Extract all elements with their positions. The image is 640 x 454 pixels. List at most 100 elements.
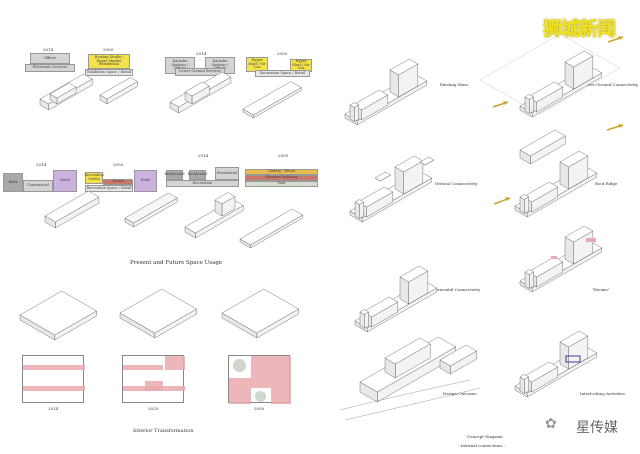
year-label: 2014 [43,47,54,52]
building-mass [529,271,534,289]
building-mass [519,129,566,157]
year-label: 2050 [254,406,265,411]
building-mass [519,376,525,394]
usage-block: Residential [215,167,239,180]
building-mass [524,94,535,100]
wechat-icon: ✿ [545,416,557,432]
building-mass [49,82,77,99]
pink-band [229,388,251,404]
year-label: 2014 [36,162,47,167]
usage-block: Recreation Studio [84,172,104,184]
concept-label: Lower Ground Connectivity [582,82,639,87]
building-mass [519,196,525,214]
building-mass [519,194,530,200]
building-mass [524,96,530,114]
garden-circle [233,359,246,372]
building-mass [221,288,299,334]
rooms-highlight [551,256,557,259]
floor-plan-2025 [122,355,185,403]
building-mass [564,225,594,243]
year-label: 2014 [196,51,207,56]
building-mass [364,311,369,329]
space-usage-caption: Present and Future Space Usage [130,260,223,266]
concept-label: Vertical Connectivity [435,181,478,186]
building-mass [419,156,435,166]
concept-label: Interlocking Activities [580,391,625,396]
year-label: 2014 [48,406,59,411]
concept-subcaption: - Internal connections - [458,443,506,448]
site-lines [339,379,481,421]
building-mass [44,190,100,223]
year-label: 2014 [198,153,209,158]
building-mass [124,192,178,224]
concept-label: Roof Ridge [595,181,618,186]
usage-block: Hotel [53,170,77,192]
pink-band [23,386,85,391]
building-mass [99,77,138,100]
building-mass [349,102,360,108]
pink-band [123,386,185,391]
building-mass [242,81,302,116]
building-mass [354,104,359,122]
ghost-outline [479,33,621,115]
usage-block: Hosting Studio / Hyper Market Residentia… [88,54,130,69]
usage-block: Lower Ground Services [175,68,225,76]
building-mass [389,58,419,76]
building-mass [119,288,197,334]
building-mass [559,330,589,348]
building-mass [399,265,429,283]
pink-band [251,356,291,378]
concept-caption: Concept Diagram [467,434,503,439]
garden-circle [255,391,266,402]
concept-label: Existing Mass [440,82,469,87]
building-mass [359,201,364,219]
concept-label: Design Outcome [443,391,477,396]
building-mass [19,290,97,336]
interior-caption: Interior Transformation [133,428,194,434]
usage-block: Elevated Walkway [245,175,318,181]
pink-band [23,365,85,370]
building-mass [239,208,304,246]
building-mass [354,201,360,219]
building-mass [349,104,355,122]
watermark-bottom: 星传媒 [576,420,618,436]
building-mass [359,309,370,315]
usage-block: Bank [3,173,23,192]
year-label: 2025 [148,406,159,411]
usage-block: Tennis [103,179,133,185]
concept-label: "Rooms" [592,287,610,292]
pink-band [165,356,185,370]
year-label: 2050 [278,153,289,158]
usage-block: Exhibition Space / Retail [85,69,133,76]
building-mass [359,311,365,329]
building-mass [524,376,529,394]
building-mass [374,171,392,182]
arrow-icon [618,36,623,40]
usage-block: Hyper Mart / Mr Coa [290,59,312,72]
building-mass [439,344,477,367]
building-mass [564,50,594,68]
building-mass [184,81,210,97]
building-mass [524,269,535,275]
building-mass [529,96,534,114]
pink-band [123,365,163,370]
usage-block: Park [245,181,318,187]
usage-block: Recreation [166,180,239,187]
concept-label: Horizontal Connectivity [432,287,481,292]
building-mass [524,196,529,214]
usage-block: Residential [188,170,207,180]
floor-plan-2014 [22,355,85,403]
usage-block: Electronic Services [25,64,75,72]
usage-block: Recreation Space / Retail [85,185,133,192]
building-mass [354,199,365,205]
pink-band [229,378,291,388]
usage-block: Offices [30,53,70,64]
building-mass [384,337,431,365]
interlock-highlight [565,355,581,363]
usage-block: Recreation Space / Retail [255,70,310,77]
building-mass [524,271,530,289]
usage-block: Hotel [134,170,157,192]
arrow-icon [505,197,510,201]
year-label: 2050 [103,47,114,52]
